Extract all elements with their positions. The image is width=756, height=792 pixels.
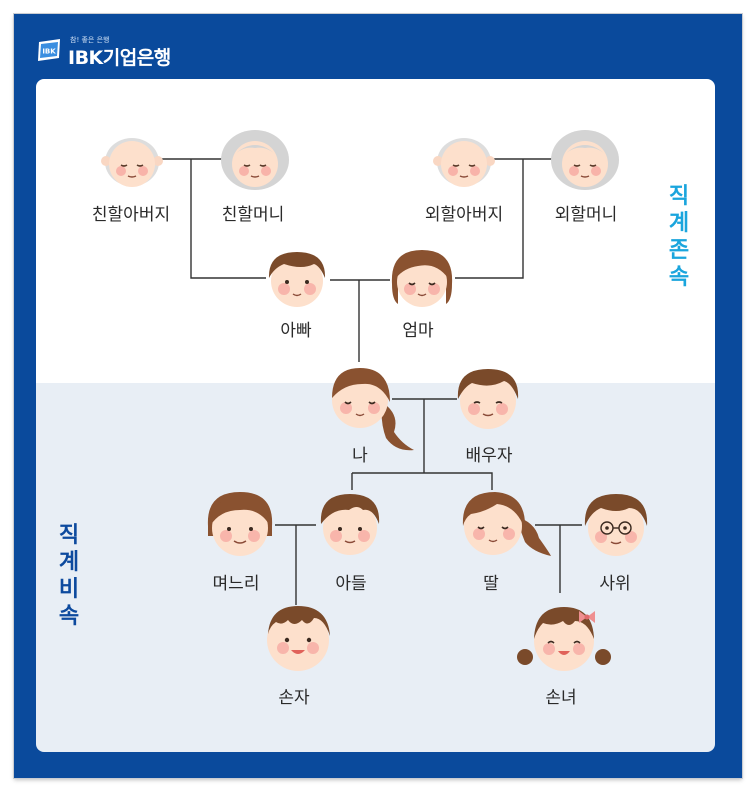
logo-tagline: 참! 좋은 은행: [70, 36, 110, 44]
maternal-grandparents-connector: [455, 158, 553, 279]
son-in-law-face: [584, 494, 648, 556]
spouse-face: [457, 369, 519, 429]
maternal-grandfather-label: 외할아버지: [424, 205, 504, 225]
me-face: [332, 368, 414, 451]
descendants-panel: [36, 383, 715, 752]
father-face: [268, 252, 326, 307]
paternal-grandmother-label: 친할머니: [221, 205, 285, 225]
mother-label: 엄마: [402, 321, 434, 341]
daughter-in-law-label: 며느리: [212, 574, 260, 594]
father-label: 아빠: [280, 321, 312, 341]
paternal-grandparents-connector: [160, 158, 266, 279]
spouse-label: 배우자: [465, 446, 513, 466]
ascendants-side-label: 직 계 존 속: [668, 184, 690, 290]
grandson-label: 손자: [278, 688, 310, 708]
maternal-grandfather-face: [433, 138, 495, 187]
granddaughter-label: 손녀: [545, 688, 577, 708]
daughter-label: 딸: [483, 574, 499, 594]
logo-brand-name: IBK기업은행: [68, 47, 171, 69]
mother-face: [391, 250, 453, 307]
children-connector: [351, 472, 493, 490]
daughter-couple-connector: [535, 524, 582, 593]
svg-text:IBK: IBK: [42, 48, 56, 56]
maternal-grandmother-label: 외할머니: [554, 205, 618, 225]
grandson-face: [267, 606, 330, 671]
son-face: [320, 494, 380, 555]
paternal-grandfather-face: [101, 138, 163, 187]
paternal-grandfather-label: 친할아버지: [91, 205, 171, 225]
son-couple-connector: [275, 524, 316, 605]
descendants-side-label: 직 계 비 속: [58, 523, 80, 629]
paternal-grandmother-face: [221, 130, 289, 190]
son-in-law-label: 사위: [599, 574, 631, 594]
ibk-logo-icon: IBK: [38, 39, 60, 61]
son-label: 아들: [335, 574, 367, 594]
me-spouse-connector: [392, 398, 457, 473]
daughter-face: [462, 492, 551, 556]
parents-connector: [330, 279, 390, 362]
granddaughter-face: [517, 607, 611, 671]
daughter-in-law-face: [207, 492, 273, 556]
maternal-grandmother-face: [551, 130, 619, 190]
ibk-logo: IBK 참! 좋은 은행 IBK기업은행: [36, 32, 171, 69]
ascendants-panel: [36, 79, 715, 383]
me-label: 나: [352, 446, 368, 466]
